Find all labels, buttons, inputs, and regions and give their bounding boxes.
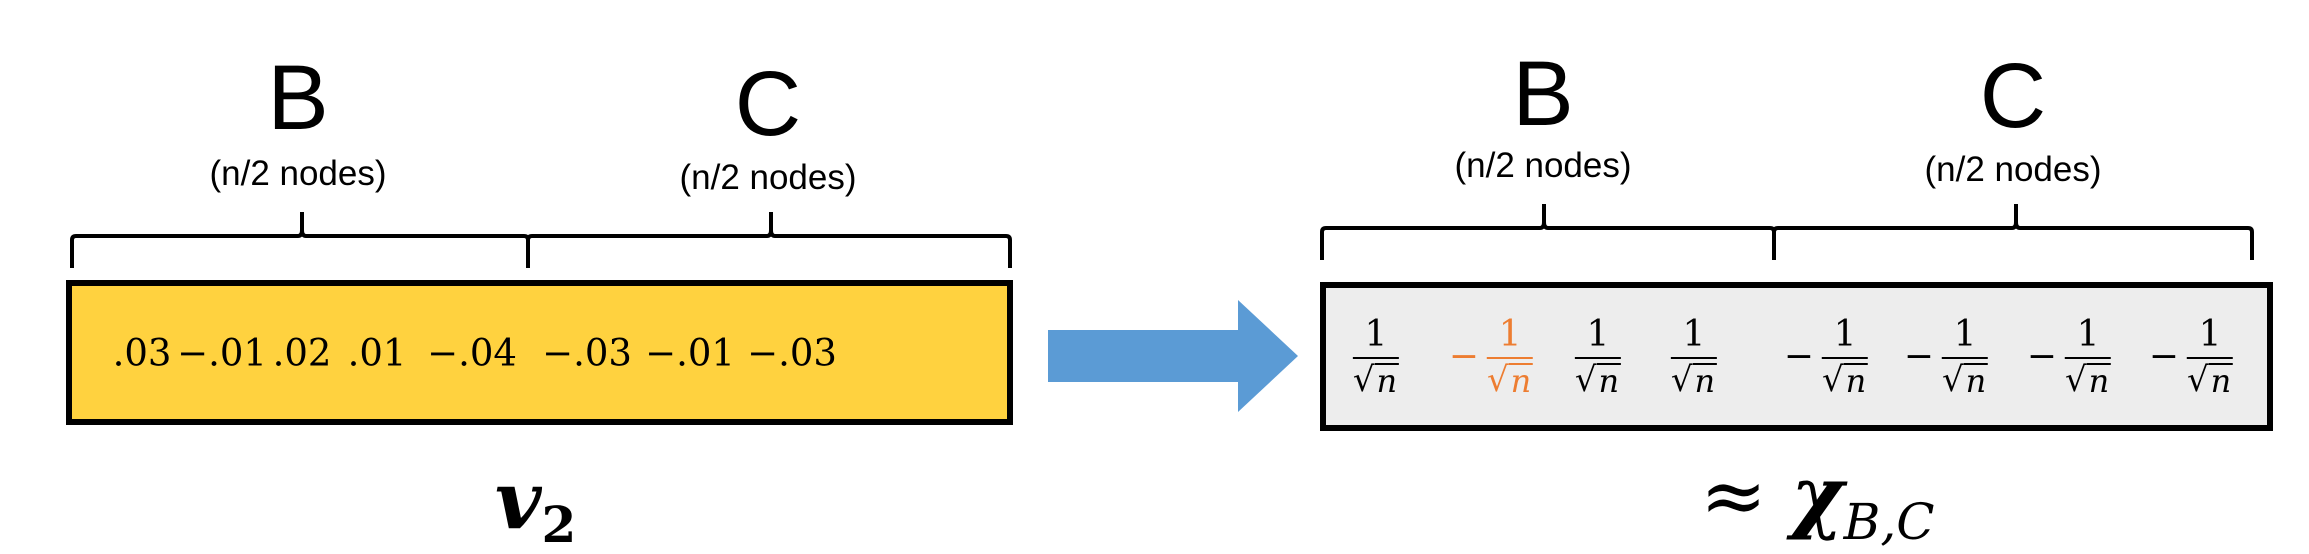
fraction-numerator: 1 [2076,313,2100,355]
chi-label: ≈χB,C [1700,455,1935,547]
v2-entry: −.01 [177,331,267,374]
v2-label: v2 [495,460,576,550]
v2-label-main: v [495,453,542,547]
left-group-c-note: (n/2 nodes) [679,158,857,197]
fraction-numerator: 1 [1586,313,1610,355]
fraction-numerator: 1 [1364,313,1388,355]
radical-icon: √ [1821,359,1844,400]
chi-label-main: χ [1791,448,1844,542]
left-group-c-letter: C [734,53,802,155]
radicand: n [1508,361,1534,400]
minus-sign: − [2148,335,2179,377]
fraction: 1√n [1352,313,1400,400]
radical-icon: √ [1670,359,1693,400]
fraction-numerator: 1 [1833,313,1857,355]
right-brace-b [1320,204,1776,260]
v2-entry: .03 [112,331,172,374]
v2-entry: .02 [272,331,332,374]
fraction-denominator: √n [1670,359,1718,400]
minus-sign: − [1783,335,1814,377]
minus-sign: − [1448,335,1479,377]
right-group-c-letter: C [1979,45,2047,147]
approx-symbol: ≈ [1700,449,1768,542]
fraction-denominator: √n [1352,359,1400,400]
fraction: 1√n [1941,313,1989,400]
fraction: 1√n [1574,313,1622,400]
radical-icon: √ [2186,359,2209,400]
fraction-bar [1352,356,1400,359]
fraction-bar [1486,356,1534,359]
fraction-numerator: 1 [2198,313,2222,355]
radicand: n [1596,361,1622,400]
fraction-bar [1941,356,1989,359]
left-group-b-letter: B [267,47,329,149]
chi-entry: −1√n [1448,288,1534,425]
right-arrow [1048,300,1298,412]
radicand: n [2086,361,2112,400]
radical-icon: √ [1486,359,1509,400]
fraction-denominator: √n [1574,359,1622,400]
fraction-bar [2186,356,2234,359]
v2-entry: .01 [347,331,407,374]
radicand: n [1692,361,1718,400]
fraction: 1√n [2186,313,2234,400]
chi-entry: 1√n [1574,288,1622,425]
fraction-denominator: √n [1821,359,1869,400]
radicand: n [1374,361,1400,400]
minus-sign: − [1903,335,1934,377]
fraction-bar [1821,356,1869,359]
radicand: n [1843,361,1869,400]
radical-icon: √ [2064,359,2087,400]
v2-label-subscript: 2 [541,495,577,554]
fraction: 1√n [1821,313,1869,400]
right-group-b-letter: B [1512,43,1574,145]
left-brace-b [70,212,530,268]
v2-entry: −.04 [427,331,517,374]
fraction-bar [1574,356,1622,359]
minus-sign: − [2026,335,2057,377]
chi-entry: −1√n [2148,288,2234,425]
fraction-numerator: 1 [1682,313,1706,355]
fraction-numerator: 1 [1498,313,1522,355]
fraction-denominator: √n [1486,359,1534,400]
fraction-numerator: 1 [1953,313,1977,355]
fraction-bar [2064,356,2112,359]
chi-entry: −1√n [1903,288,1989,425]
chi-entry: 1√n [1670,288,1718,425]
chi-entry: −1√n [2026,288,2112,425]
chi-entry: 1√n [1352,288,1400,425]
fraction: 1√n [1486,313,1534,400]
radicand: n [2208,361,2234,400]
fraction-denominator: √n [2186,359,2234,400]
radical-icon: √ [1574,359,1597,400]
left-brace-c [526,212,1012,268]
fraction: 1√n [2064,313,2112,400]
left-group-b-note: (n/2 nodes) [209,154,387,193]
fraction: 1√n [1670,313,1718,400]
v2-entry: −.03 [747,331,837,374]
fraction-bar [1670,356,1718,359]
fraction-denominator: √n [1941,359,1989,400]
chi-label-subscript: B,C [1843,493,1935,551]
right-brace-c [1772,204,2254,260]
chi-entry: −1√n [1783,288,1869,425]
v2-entry: −.01 [645,331,735,374]
radical-icon: √ [1352,359,1375,400]
radical-icon: √ [1941,359,1964,400]
v2-vector-box: .03−.01.02.01−.04−.03−.01−.03 [66,280,1013,425]
right-group-c-note: (n/2 nodes) [1924,150,2102,189]
v2-entry: −.03 [542,331,632,374]
fraction-denominator: √n [2064,359,2112,400]
right-group-b-note: (n/2 nodes) [1454,146,1632,185]
radicand: n [1963,361,1989,400]
